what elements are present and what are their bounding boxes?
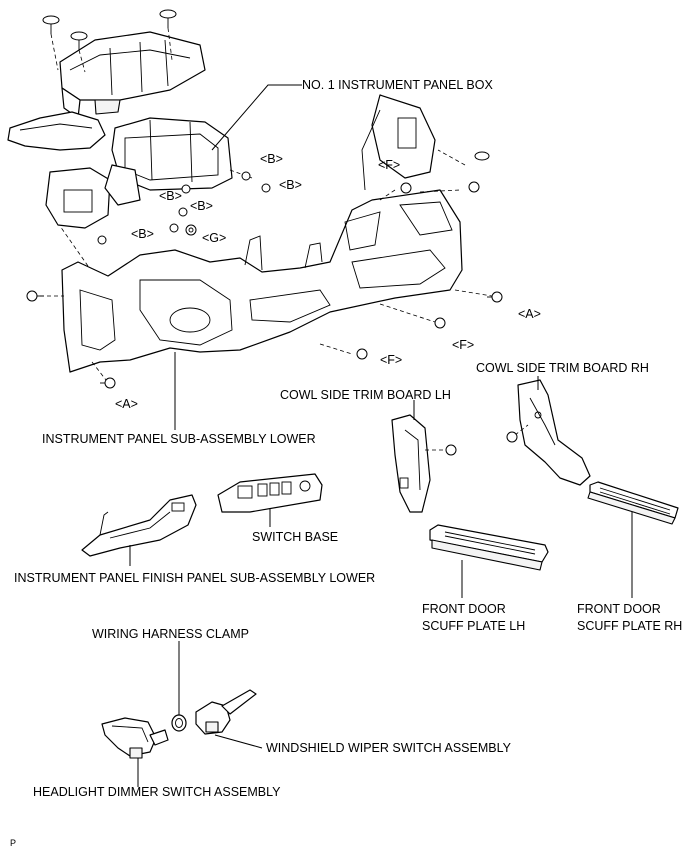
- bolt-b-5: [169, 223, 179, 233]
- label-instrument-panel-finish-panel-sub-assembly-lower: INSTRUMENT PANEL FINISH PANEL SUB-ASSEMB…: [14, 571, 375, 585]
- wiring-harness-clamp: [171, 714, 187, 732]
- marker-b5: <B>: [131, 227, 154, 241]
- switch-base: [217, 473, 323, 513]
- label-switch-base: SWITCH BASE: [252, 530, 338, 544]
- bolt-left-side: [26, 290, 44, 302]
- label-cowl-side-trim-board-rh: COWL SIDE TRIM BOARD RH: [476, 361, 649, 375]
- cowl-side-trim-board-rh: [517, 379, 591, 486]
- marker-f3: <F>: [380, 353, 402, 367]
- vehicle-body-left: [7, 111, 111, 229]
- label-headlight-dimmer-switch-assembly: HEADLIGHT DIMMER SWITCH ASSEMBLY: [33, 785, 281, 799]
- label-no1-instrument-panel-box: NO. 1 INSTRUMENT PANEL BOX: [302, 78, 493, 92]
- headlight-dimmer-switch-assembly: [101, 717, 169, 759]
- windshield-wiper-switch-assembly: [195, 689, 257, 735]
- clip-upper-1: [42, 15, 60, 34]
- bolt-a-left-lower: [100, 377, 116, 389]
- label-front-door-scuff-plate-rh-line2: SCUFF PLATE RH: [577, 619, 682, 633]
- label-instrument-panel-sub-assembly-lower: INSTRUMENT PANEL SUB-ASSEMBLY LOWER: [42, 432, 316, 446]
- marker-b2: <B>: [279, 178, 302, 192]
- instrument-panel-sub-assembly-lower: [61, 189, 463, 373]
- nut-g: [185, 224, 197, 236]
- label-front-door-scuff-plate-lh-line2: SCUFF PLATE LH: [422, 619, 525, 633]
- label-windshield-wiper-switch-assembly: WINDSHIELD WIPER SWITCH ASSEMBLY: [266, 741, 512, 755]
- label-front-door-scuff-plate-lh-line1: FRONT DOOR: [422, 602, 506, 616]
- label-wiring-harness-clamp: WIRING HARNESS CLAMP: [92, 627, 249, 641]
- bolt-b-1: [181, 184, 191, 194]
- bolt-right-upper: [468, 181, 480, 193]
- bolt-b-4: [178, 207, 188, 217]
- label-cowl-side-trim-board-lh: COWL SIDE TRIM BOARD LH: [280, 388, 451, 402]
- marker-b1: <B>: [260, 152, 283, 166]
- instrument-panel-finish-panel-sub-assembly-lower: [81, 494, 197, 557]
- corner-mark: P: [10, 838, 16, 848]
- bolt-a-right: [487, 291, 503, 303]
- bolt-f-2: [434, 317, 446, 329]
- front-door-scuff-plate-lh: [429, 524, 549, 571]
- no1-instrument-panel-box: [104, 117, 233, 206]
- marker-a1: <A>: [115, 397, 138, 411]
- clip-right-upper: [474, 151, 490, 161]
- marker-g1: <G>: [202, 231, 226, 245]
- marker-f2: <F>: [452, 338, 474, 352]
- bolt-f-1: [400, 182, 412, 194]
- vehicle-body-right: [361, 94, 436, 191]
- clip-cowl-rh: [506, 431, 518, 443]
- label-front-door-scuff-plate-rh-line1: FRONT DOOR: [577, 602, 661, 616]
- cowl-side-trim-board-lh: [391, 414, 431, 513]
- air-duct-upper: [59, 31, 206, 119]
- bolt-f-3: [356, 348, 368, 360]
- clip-cowl-lh: [445, 444, 457, 456]
- marker-a2: <A>: [518, 307, 541, 321]
- marker-b4: <B>: [190, 199, 213, 213]
- bolt-b-2: [241, 171, 251, 181]
- clip-upper-3: [159, 9, 177, 28]
- bolt-left-duct: [97, 235, 107, 245]
- marker-f1: <F>: [378, 158, 400, 172]
- front-door-scuff-plate-rh: [587, 481, 679, 525]
- clip-upper-2: [70, 31, 88, 50]
- marker-b3: <B>: [159, 189, 182, 203]
- bolt-b-3: [261, 183, 271, 193]
